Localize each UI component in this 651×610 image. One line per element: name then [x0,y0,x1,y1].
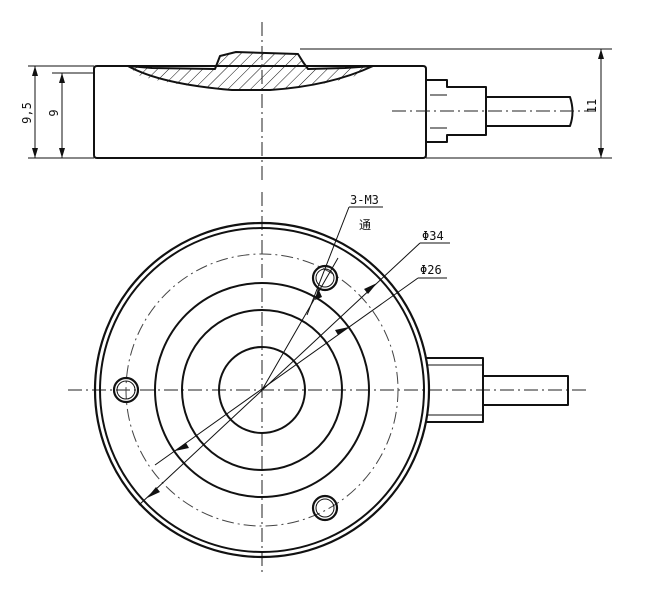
dim-phi34-arrow-1 [147,487,160,498]
dim-11-arrow-bottom [598,148,604,158]
top-gland [426,357,484,423]
ring-2 [181,309,343,471]
dim-phi34-arrow-2 [364,283,377,294]
bolt-circle [125,253,399,527]
thread-note-label: 通 [359,218,371,232]
dim-phi26-arrow-2 [335,327,349,335]
dim-9-5-arrow-bottom [32,148,38,158]
center-boss [218,346,306,434]
side-gland [426,79,487,143]
ring-1 [154,282,370,498]
dim-9-5-arrow-top [32,66,38,76]
outer-rim-outer [93,221,431,559]
phi26-label: Φ26 [420,263,442,277]
top-view: 3-M3 通 Φ34 Φ26 [68,192,590,572]
dim-9-arrow-bottom [59,148,65,158]
dim-11-arrow-top [598,49,604,59]
top-cable [483,375,569,406]
leader-m3-arrow [315,288,322,300]
side-body-outline [93,65,427,159]
outer-rim-inner [99,227,425,553]
leader-m3-line [306,206,350,316]
side-section-hatch [128,52,373,90]
dim-phi26-line [154,277,419,466]
dim-phi26-arrow-1 [175,443,189,451]
hole-radial-line [261,257,339,391]
thread-spec-label: 3-M3 [350,193,379,207]
dim-11-label: 11 [585,99,599,113]
side-top-boss [127,51,374,70]
side-view: 9,5 9 11 [20,22,612,180]
mounting-hole-left [112,376,140,404]
dim-9-5-label: 9,5 [20,102,34,124]
side-cable [486,96,574,127]
phi34-label: Φ34 [422,229,444,243]
dim-9-label: 9 [47,109,61,116]
dim-9-arrow-top [59,73,65,83]
mounting-hole-bottom [311,494,339,522]
dim-phi34-line [138,242,421,506]
side-section-bottom [127,65,374,91]
